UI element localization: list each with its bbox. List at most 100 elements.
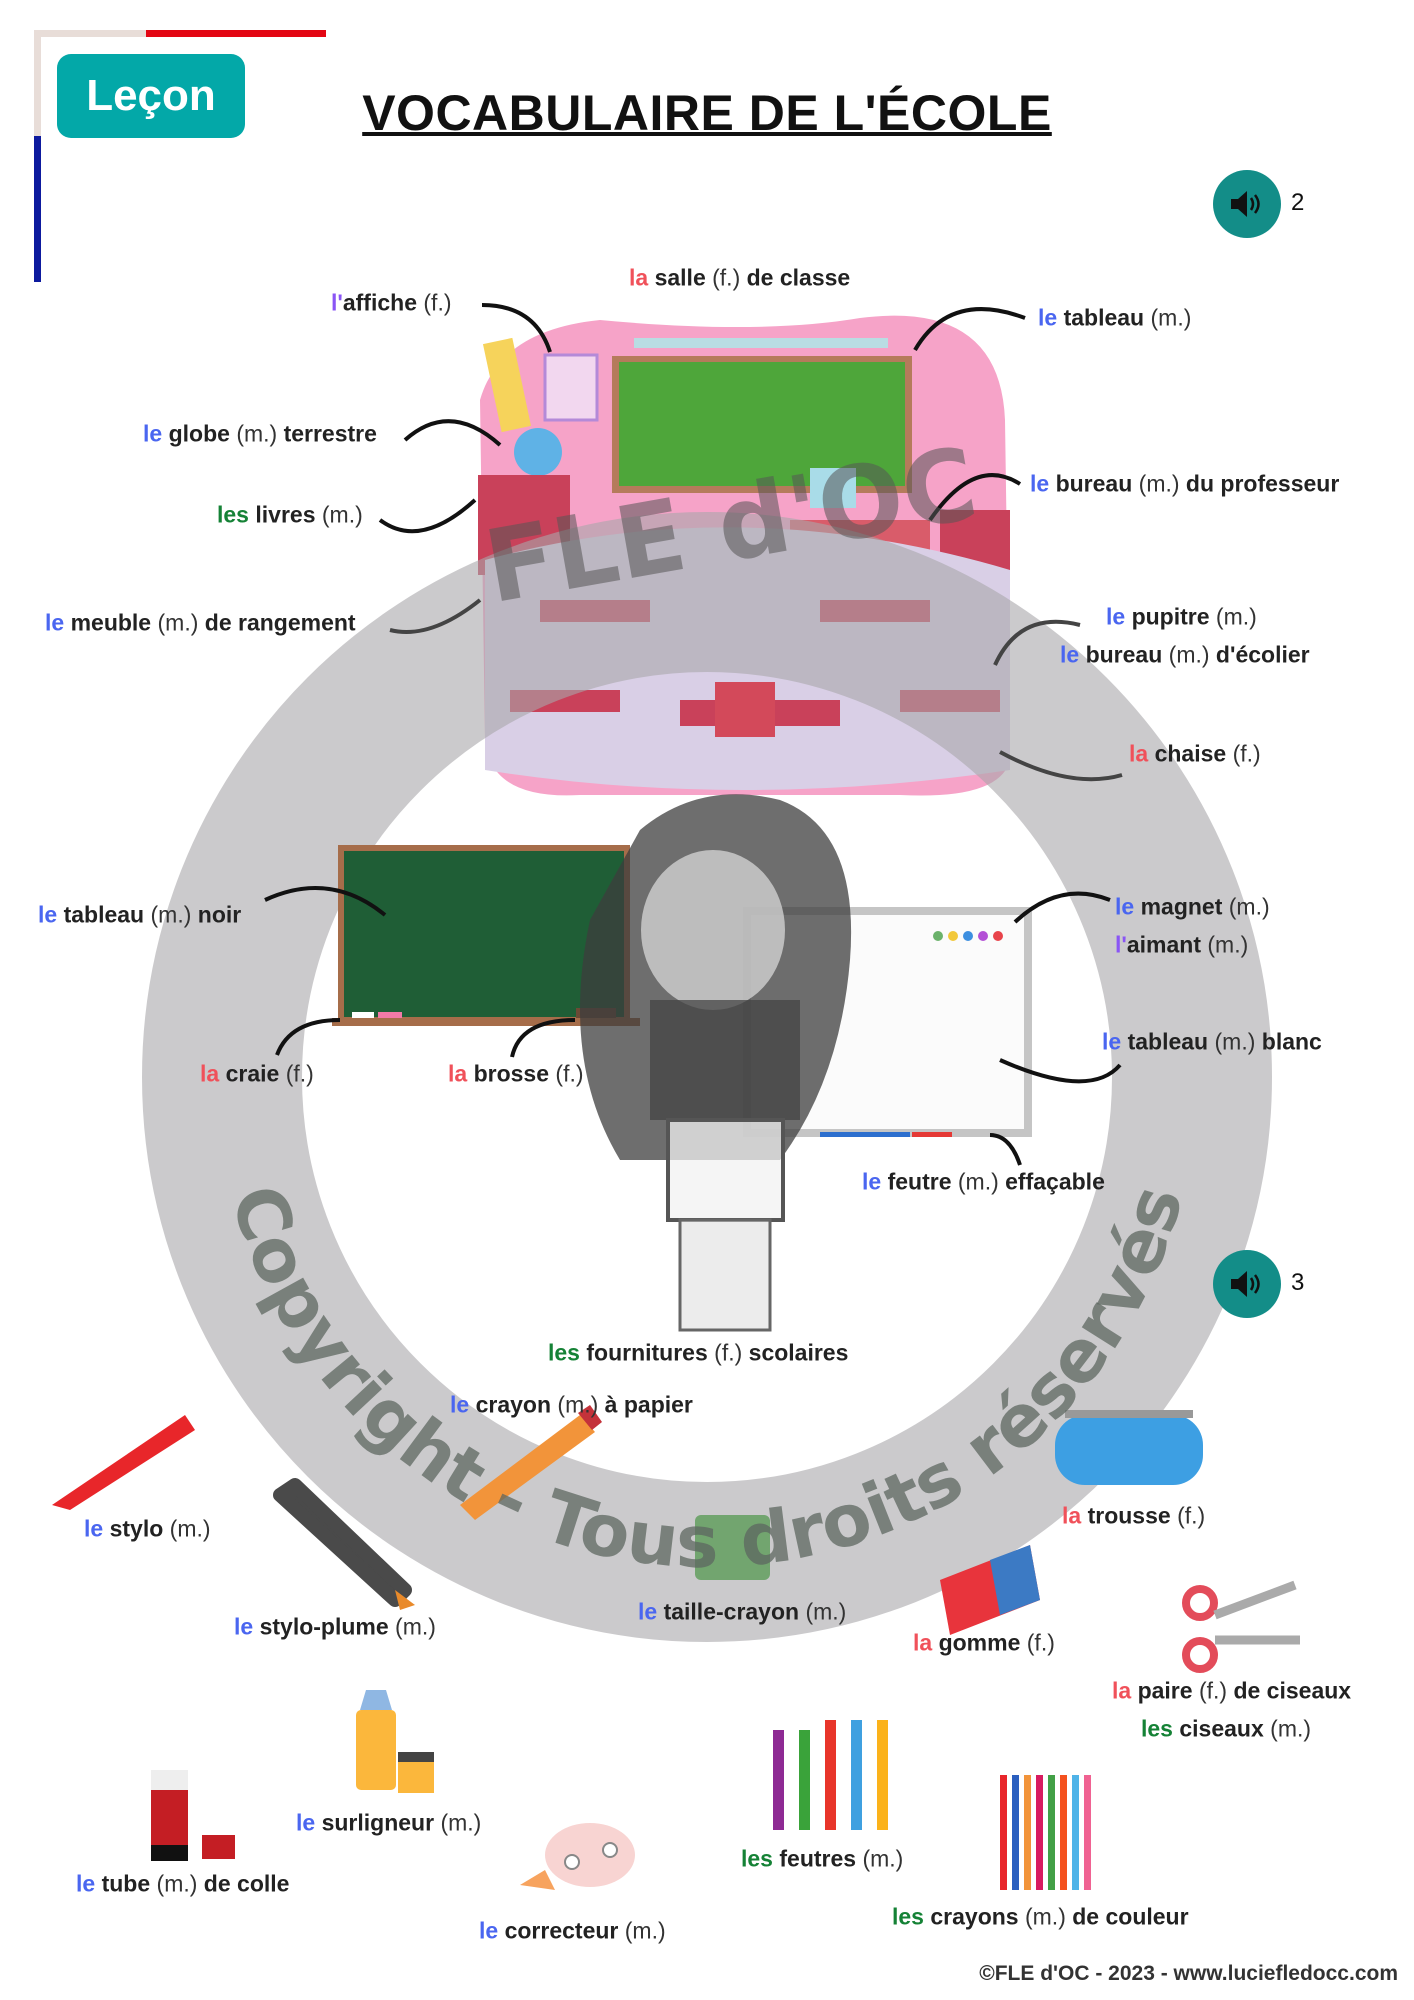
frame-line-white [34,30,146,37]
vocab-noun: fournitures [586,1339,708,1366]
vocab-complement: de couleur [1072,1903,1189,1930]
vocab-noun: brosse [473,1060,550,1087]
vocab-label: les fournitures (f.) scolaires [548,1340,848,1367]
vocab-gender: (m.) [1228,893,1270,920]
vocab-gender: (f.) [714,1339,743,1366]
vocab-label: le surligneur (m.) [296,1810,481,1837]
vocab-noun: stylo-plume [259,1613,389,1640]
vocab-article: la [629,264,649,291]
vocab-noun: crayon [475,1391,552,1418]
glue-stick-illustration [151,1770,235,1861]
highlighter-illustration [356,1690,434,1793]
vocab-label: le meuble (m.) de rangement [45,610,356,637]
vocab-label: le bureau (m.) d'écolier [1060,642,1310,669]
vocab-noun: globe [168,420,230,447]
vocab-complement: de ciseaux [1233,1677,1352,1704]
markers-illustration [773,1720,888,1830]
audio-track-number: 3 [1291,1269,1305,1296]
vocab-gender: (m.) [1168,641,1210,668]
vocab-gender: (m.) [1215,603,1257,630]
vocab-gender: (f.) [555,1060,584,1087]
vocab-article: la [913,1629,933,1656]
vocab-noun: bureau [1055,470,1133,497]
vocab-gender: (f.) [712,264,741,291]
vocab-label: le bureau (m.) du professeur [1030,471,1339,498]
vocab-label: le feutre (m.) effaçable [862,1169,1105,1196]
vocab-complement: blanc [1261,1028,1322,1055]
vocab-article: le [862,1168,882,1195]
vocab-label: la paire (f.) de ciseaux [1112,1678,1351,1705]
audio-button-3[interactable]: 3 [1213,1250,1330,1318]
colored-pencils-illustration [1000,1775,1091,1890]
vocab-article: les [548,1339,580,1366]
vocab-label: le stylo (m.) [84,1516,211,1543]
vocab-noun: magnet [1140,893,1223,920]
vocab-label: la chaise (f.) [1129,741,1261,768]
vocab-label: le taille-crayon (m.) [638,1599,846,1626]
scissors-illustration [1182,1580,1300,1673]
vocab-article: le [1106,603,1126,630]
pen-illustration [52,1415,195,1510]
speaker-icon [1213,1250,1281,1318]
speaker-icon [1213,170,1281,238]
vocab-complement: scolaires [748,1339,849,1366]
vocab-label: le crayon (m.) à papier [450,1392,693,1419]
vocab-gender: (m.) [150,901,192,928]
vocab-label: les feutres (m.) [741,1846,903,1873]
vocab-label: le globe (m.) terrestre [143,421,377,448]
vocab-article: le [38,901,58,928]
vocab-complement: à papier [604,1391,693,1418]
vocab-article: le [479,1917,499,1944]
vocab-complement: du professeur [1185,470,1340,497]
vocab-noun: taille-crayon [663,1598,800,1625]
frame-line-red [146,30,326,37]
vocab-noun: craie [225,1060,280,1087]
vocab-article: le [296,1809,316,1836]
vocab-article: la [200,1060,220,1087]
vocab-article: la [1112,1677,1132,1704]
vocab-article: le [1030,470,1050,497]
fountain-pen-illustration [273,1478,415,1610]
audio-track-number: 2 [1291,189,1305,216]
vocab-article: les [1141,1715,1173,1742]
vocab-noun: ciseaux [1179,1715,1264,1742]
vocab-label: la salle (f.) de classe [629,265,850,292]
vocab-noun: affiche [342,289,417,316]
vocab-label: le stylo-plume (m.) [234,1614,436,1641]
vocab-complement: de rangement [204,609,356,636]
vocab-noun: tableau [1127,1028,1209,1055]
vocab-noun: feutres [779,1845,857,1872]
vocab-noun: livres [255,501,316,528]
vocab-gender: (m.) [156,1870,198,1897]
frame-line-blue [34,136,41,282]
vocab-gender: (f.) [1198,1677,1228,1704]
vocab-complement: de classe [746,264,851,291]
vocab-complement: de colle [203,1870,290,1897]
vocab-noun: correcteur [504,1917,619,1944]
vocab-label: la gomme (f.) [913,1630,1055,1657]
vocab-gender: (m.) [169,1515,211,1542]
vocab-gender: (f.) [285,1060,314,1087]
vocab-label: le correcteur (m.) [479,1918,666,1945]
vocab-article: les [741,1845,773,1872]
vocab-noun: gomme [938,1629,1021,1656]
vocab-article: le [450,1391,470,1418]
vocab-label: le pupitre (m.) [1106,604,1257,631]
vocab-label: les ciseaux (m.) [1141,1716,1311,1743]
frame-line-light [34,30,41,136]
audio-button-2[interactable]: 2 [1213,170,1330,238]
vocab-gender: (m.) [236,420,278,447]
vocab-label: le tableau (m.) blanc [1102,1029,1322,1056]
footer-copyright: ©FLE d'OC - 2023 - www.luciefledocc.com [979,1962,1398,1985]
vocab-complement: terrestre [283,420,377,447]
vocab-noun: bureau [1085,641,1163,668]
vocab-article: la [448,1060,468,1087]
pencil-illustration [460,1405,602,1520]
vocab-label: le tableau (m.) [1038,305,1191,332]
vocab-gender: (m.) [1207,931,1249,958]
pencil-case-illustration [1055,1410,1203,1485]
vocab-noun: surligneur [321,1809,435,1836]
vocab-label: la trousse (f.) [1062,1503,1205,1530]
vocab-noun: trousse [1087,1502,1171,1529]
